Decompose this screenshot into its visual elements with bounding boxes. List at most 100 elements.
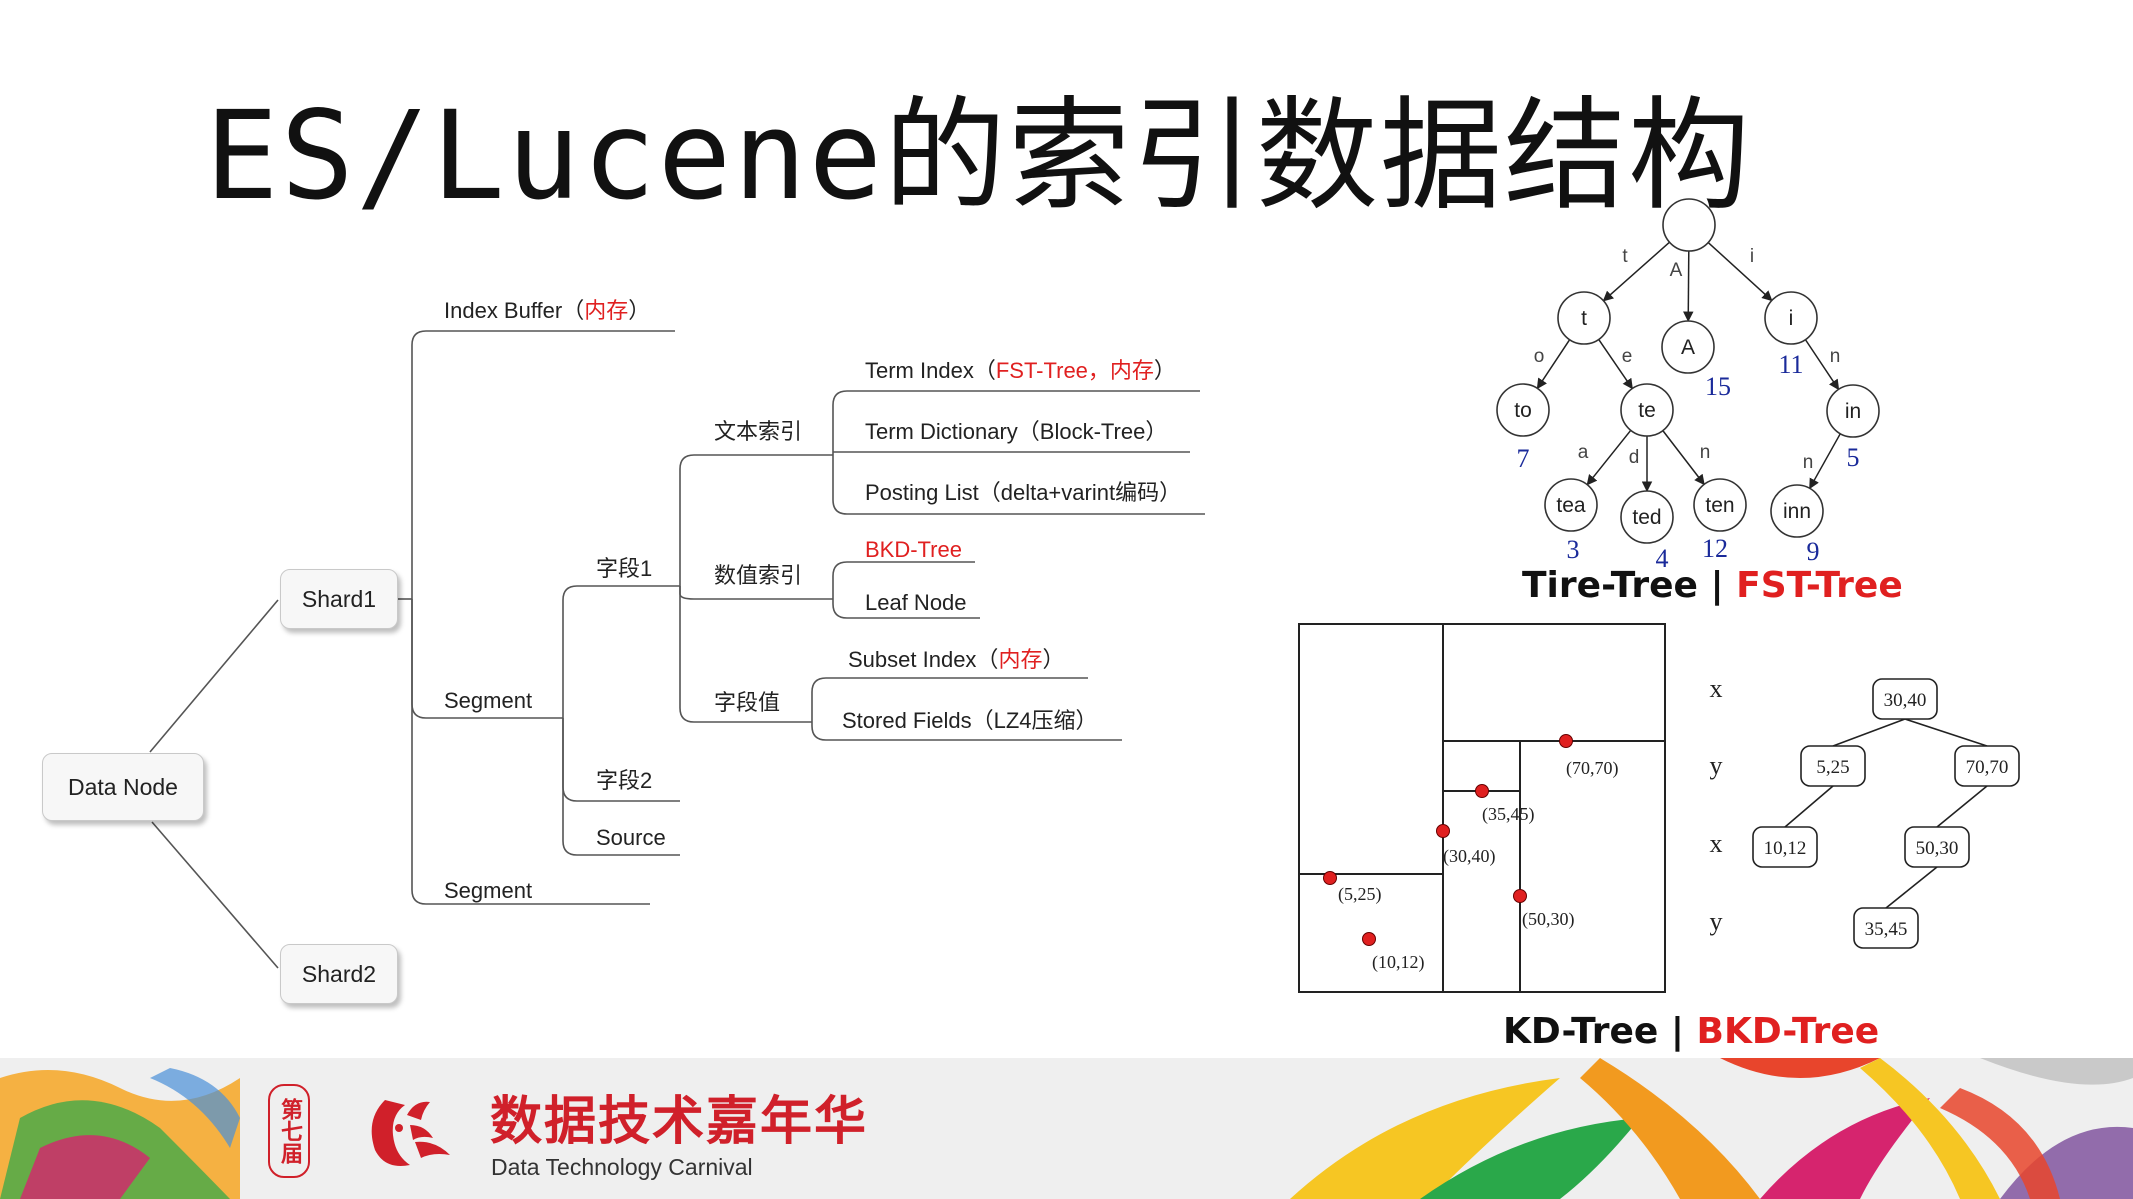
kd-tree-node-label: 10,12 — [1764, 838, 1807, 859]
trie-node-label: inn — [1783, 500, 1811, 523]
trie-edge-label: a — [1578, 442, 1589, 463]
bkd-tree-label: BKD-Tree — [865, 537, 962, 562]
field2-label: 字段2 — [596, 768, 653, 793]
kd-caption: KD-Tree | BKD-Tree — [1503, 1011, 1880, 1052]
kd-tree-node — [1752, 826, 1818, 868]
trie-edge-label: n — [1803, 452, 1814, 473]
trie-node-value: 11 — [1778, 350, 1803, 379]
kd-tree-node — [1853, 907, 1919, 949]
stored-fields-label: Stored Fields（LZ4压缩） — [842, 708, 1098, 733]
rooster-logo — [371, 1100, 450, 1166]
shard2-label: Shard2 — [301, 960, 377, 987]
subset-index-label: Subset Index（内存） — [848, 647, 1065, 672]
trie-edge — [1707, 241, 1773, 302]
kd-axis-label: x — [1710, 829, 1723, 858]
kd-point — [1436, 824, 1450, 838]
kd-axis-label: y — [1710, 907, 1723, 936]
kd-tree-node — [1872, 678, 1938, 720]
slide-title: ES/Lucene的索引数据结构 — [205, 85, 1753, 227]
trie-node — [1496, 383, 1550, 437]
trie-caption: Tire-Tree | FST-Tree — [1522, 565, 1903, 606]
trie-edge-label: n — [1700, 442, 1711, 463]
kd-tree-node-label: 35,45 — [1865, 919, 1908, 940]
shard1-box: Shard1 — [280, 569, 398, 629]
kd-tree-edge — [1885, 866, 1938, 909]
trie-edge — [1683, 250, 1694, 323]
kd-tree-node — [1904, 826, 1970, 868]
kd-point-label: (10,12) — [1372, 952, 1425, 973]
trie-edge-label: e — [1622, 346, 1633, 367]
trie-node-label: i — [1789, 307, 1794, 330]
trie-node — [1770, 484, 1824, 538]
posting-list-label: Posting List（delta+varint编码） — [865, 480, 1182, 505]
trie-node-value: 9 — [1807, 537, 1820, 566]
trie-node-value: 3 — [1567, 535, 1580, 564]
source-label: Source — [596, 825, 666, 850]
numeric-index-label: 数值索引 — [714, 563, 803, 588]
trie-node — [1557, 291, 1611, 345]
trie-node-label: A — [1681, 336, 1695, 359]
trie-edge — [1662, 430, 1705, 486]
data-node-box: Data Node — [42, 753, 204, 821]
trie-node — [1764, 291, 1818, 345]
trie-edge — [1809, 433, 1841, 490]
text-index-label: 文本索引 — [714, 419, 803, 444]
trie-node-value: 5 — [1847, 443, 1860, 472]
leaf-node-label: Leaf Node — [865, 590, 967, 615]
trie-edge-label: A — [1670, 260, 1683, 281]
data-node-label: Data Node — [68, 773, 178, 800]
trie-node-value: 7 — [1517, 444, 1530, 473]
kd-axis-label: y — [1710, 751, 1723, 780]
trie-edge — [1586, 429, 1632, 486]
trie-node — [1662, 198, 1716, 252]
trie-edge-label: t — [1622, 246, 1628, 267]
trie-node-label: ten — [1705, 494, 1734, 517]
kd-axis-label: x — [1710, 674, 1723, 703]
trie-node-label: tea — [1556, 494, 1586, 517]
trie-node-label: t — [1581, 307, 1587, 330]
edition-badge: 第七届 — [268, 1084, 310, 1178]
footer-banner: 第七届 数据技术嘉年华 Data Technology Carnival — [0, 1058, 2133, 1199]
trie-node — [1661, 320, 1715, 374]
kd-tree-node-label: 5,25 — [1816, 757, 1849, 778]
kd-point — [1323, 871, 1337, 885]
trie-edge-label: n — [1830, 346, 1841, 367]
trie-edge — [1536, 339, 1571, 390]
trie-edge-label: d — [1629, 447, 1640, 468]
kd-tree-node — [1800, 745, 1866, 787]
trie-edge-label: o — [1534, 346, 1545, 367]
kd-point — [1475, 784, 1489, 798]
kd-point — [1559, 734, 1573, 748]
kd-tree-node-label: 50,30 — [1916, 838, 1959, 859]
term-index-label: Term Index（FST-Tree，内存） — [865, 358, 1176, 383]
kd-tree-edge — [1904, 718, 1988, 747]
footer-art — [0, 1058, 2133, 1199]
edition-badge-text: 第七届 — [277, 1098, 302, 1164]
field1-label: 字段1 — [596, 556, 653, 581]
shard2-box: Shard2 — [280, 944, 398, 1004]
trie-node-label: to — [1514, 399, 1532, 422]
kd-tree-node — [1954, 745, 2020, 787]
kd-tree-edge — [1832, 718, 1906, 747]
kd-space-box — [1298, 623, 1666, 993]
brand-name-cn: 数据技术嘉年华 — [490, 1092, 869, 1152]
trie-node-value: 12 — [1702, 534, 1728, 563]
trie-edge-label: i — [1750, 246, 1754, 267]
kd-point-label: (50,30) — [1522, 909, 1575, 930]
kd-point-label: (35,45) — [1482, 804, 1535, 825]
kd-point-label: (30,40) — [1443, 846, 1496, 867]
field-values-label: 字段值 — [714, 690, 781, 715]
trie-node-value: 15 — [1705, 372, 1731, 401]
trie-node — [1620, 383, 1674, 437]
index-buffer-label: Index Buffer（内存） — [444, 298, 651, 323]
trie-node — [1620, 490, 1674, 544]
trie-node — [1826, 384, 1880, 438]
trie-edge — [1602, 241, 1671, 302]
trie-node — [1544, 478, 1598, 532]
trie-edge — [1598, 339, 1633, 390]
kd-point — [1362, 932, 1376, 946]
trie-node — [1693, 478, 1747, 532]
